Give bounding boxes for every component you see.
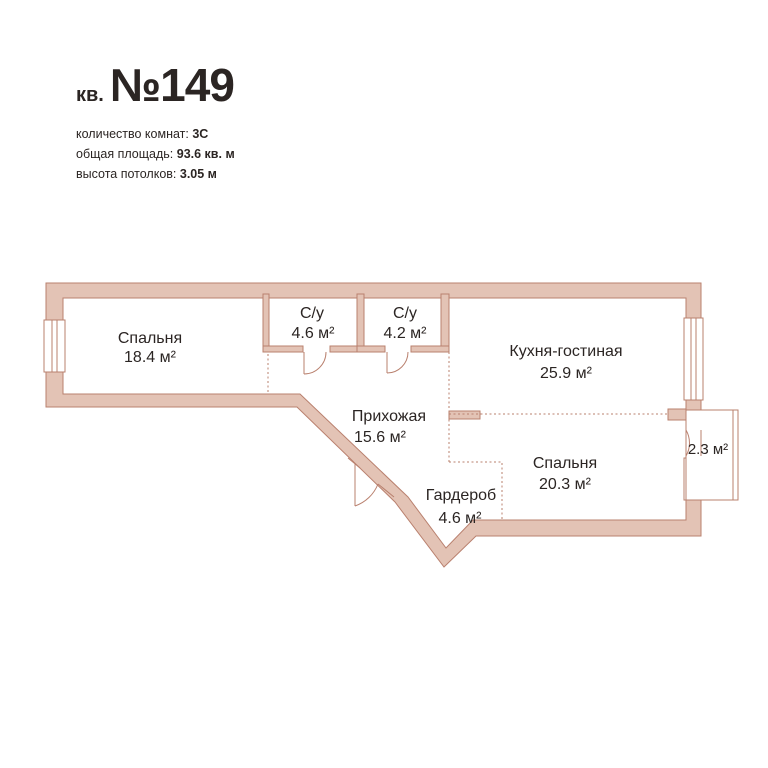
apartment-info: количество комнат: 3С общая площадь: 93.… (76, 124, 235, 184)
room-wardrobe-area: 4.6 м² (438, 510, 482, 527)
room-bath2-area: 4.2 м² (383, 325, 427, 342)
interior-walls (262, 293, 687, 421)
wall-bath1-bottom-left (262, 345, 304, 353)
info-ceiling: высота потолков: 3.05 м (76, 164, 235, 184)
info-rooms-label: количество комнат: (76, 127, 189, 141)
balcony (685, 409, 739, 501)
door-bath1 (303, 351, 327, 375)
info-area: общая площадь: 93.6 кв. м (76, 144, 235, 164)
info-area-value: 93.6 кв. м (176, 147, 235, 161)
wall-bath2-right (440, 293, 450, 353)
doors (303, 351, 409, 507)
info-ceiling-label: высота потолков: (76, 167, 177, 181)
wall-stub-right (667, 408, 687, 421)
room-hall-area: 15.6 м² (354, 429, 407, 446)
room-bedroom2-area: 20.3 м² (539, 476, 592, 493)
info-ceiling-value: 3.05 м (179, 167, 217, 181)
room-wardrobe-name: Гардероб (426, 487, 496, 504)
door-bath2 (386, 351, 409, 374)
wall-bath-middle (356, 293, 365, 353)
plan-header: кв. №149 количество комнат: 3С общая пло… (76, 60, 235, 184)
balcony-outline (685, 409, 739, 501)
wall-bath2-bottom-left (356, 345, 386, 353)
apartment-prefix: кв. (76, 84, 104, 106)
info-area-label: общая площадь: (76, 147, 174, 161)
room-balcony-area: 2.3 м² (688, 441, 728, 458)
room-kitchen-area: 25.9 м² (540, 365, 593, 382)
room-kitchen-name: Кухня-гостиная (509, 343, 622, 360)
room-hall-name: Прихожая (352, 408, 426, 425)
room-bath2-name: С/у (393, 305, 417, 322)
window-kitchen (683, 317, 704, 401)
apartment-number: №149 (109, 59, 235, 111)
window-left (43, 319, 66, 373)
room-bedroom2-name: Спальня (533, 455, 597, 472)
room-bedroom1-area: 18.4 м² (124, 349, 177, 366)
room-bath1-area: 4.6 м² (291, 325, 335, 342)
door-entrance (347, 457, 395, 507)
wall-stub-center (448, 410, 481, 420)
zone-dividers (267, 352, 668, 520)
info-rooms-value: 3С (192, 127, 209, 141)
room-bath1-name: С/у (300, 305, 324, 322)
info-rooms: количество комнат: 3С (76, 124, 235, 144)
wall-bath1-left (262, 293, 270, 353)
wall-bath2-bottom-right (410, 345, 450, 353)
outer-walls (45, 282, 702, 568)
room-bedroom1-name: Спальня (118, 330, 182, 347)
apartment-title: кв. №149 (76, 60, 235, 110)
room-labels: Спальня 18.4 м² С/у 4.6 м² С/у 4.2 м² Ку… (118, 305, 728, 527)
